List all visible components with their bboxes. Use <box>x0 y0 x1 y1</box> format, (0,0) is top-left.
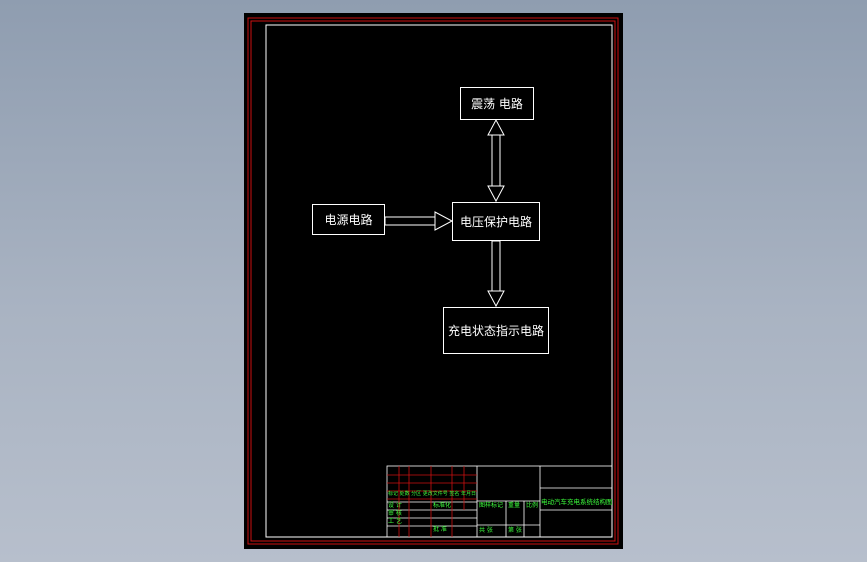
arrow-power-to-protection <box>384 211 454 231</box>
indicator-circuit-label: 充电状态指示电路 <box>447 324 544 338</box>
indicator-circuit-box: 充电状态指示电路 <box>443 307 549 354</box>
tb-design: 设 计 <box>388 502 402 509</box>
tb-standardize: 标准化 <box>433 502 452 509</box>
tb-approve: 批 准 <box>433 526 447 533</box>
power-circuit-label: 电源电路 <box>324 213 373 227</box>
tb-drawing-title: 电动汽车充电系统结构图 <box>541 498 613 506</box>
oscillator-circuit-label: 震荡 电路 <box>471 97 523 111</box>
tb-process: 工 艺 <box>388 518 402 525</box>
outer-red-border <box>247 17 619 545</box>
arrow-protection-to-indicator <box>487 240 505 308</box>
tb-drawing-no: 图样标记 <box>479 502 504 509</box>
protection-circuit-label: 电压保护电路 <box>459 215 532 229</box>
sheet-borders <box>247 17 619 545</box>
tb-scale: 比例 <box>526 502 539 509</box>
tb-sheet-number: 第 张 <box>508 527 522 534</box>
drawing-frame <box>265 24 613 538</box>
inner-red-border <box>250 20 616 542</box>
arrow-oscillator-protection <box>487 118 505 203</box>
oscillator-circuit-box: 震荡 电路 <box>460 87 534 120</box>
power-circuit-box: 电源电路 <box>312 204 385 235</box>
protection-circuit-box: 电压保护电路 <box>452 202 540 241</box>
tb-check: 审 核 <box>388 510 402 517</box>
title-block-grid <box>386 465 613 538</box>
tb-mark-row: 标记 处数 分区 更改文件号 签名 年月日 <box>388 491 476 497</box>
drawing-sheet: 震荡 电路 电源电路 电压保护电路 充电状态指示电路 标记 处数 分区 更改文件… <box>244 13 623 549</box>
tb-weight: 重量 <box>508 502 521 509</box>
tb-sheet-total: 共 张 <box>479 527 493 534</box>
